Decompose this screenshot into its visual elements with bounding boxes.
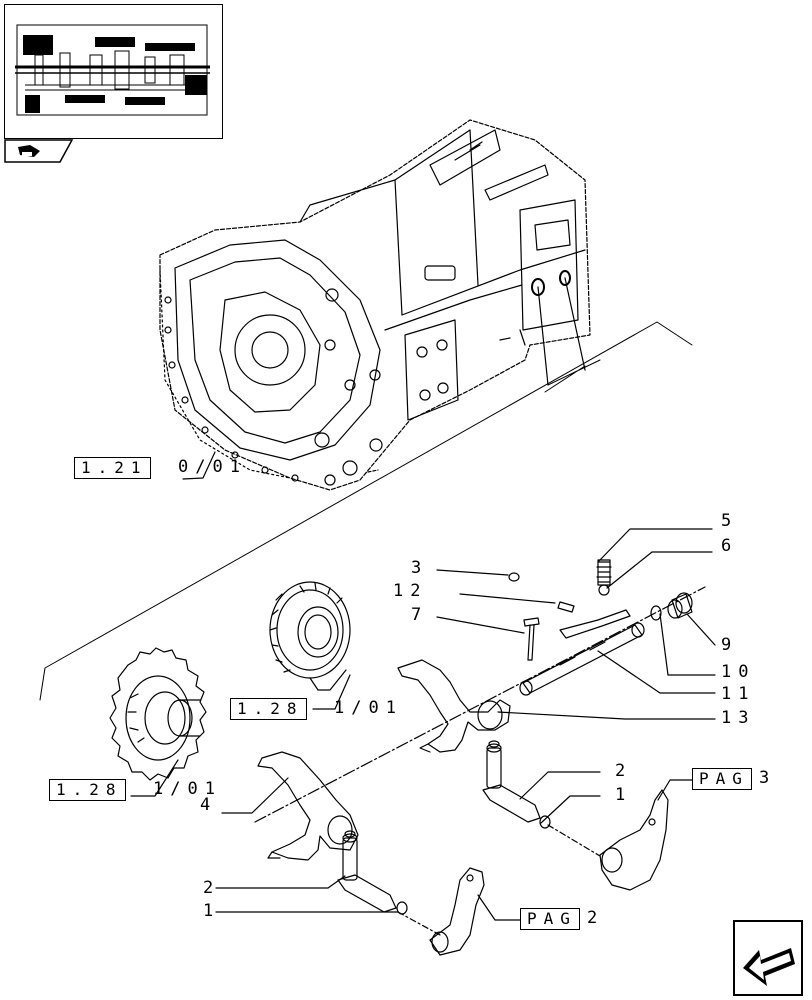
gear-assembly <box>109 647 207 781</box>
lever-2b <box>337 830 408 915</box>
pin-3 <box>508 572 520 582</box>
lever-2a <box>482 740 551 829</box>
ref-tail-0-01: 0/01 <box>178 457 247 477</box>
ref-box-1-21[interactable]: 1.21 <box>74 457 151 479</box>
callout-4: 4 <box>200 795 218 815</box>
callout-5: 5 <box>721 511 739 531</box>
washer-10 <box>650 605 662 621</box>
next-page-arrow-icon[interactable] <box>733 920 803 996</box>
transmission-thumbnail <box>4 4 223 139</box>
callout-2-upper: 2 <box>615 761 633 781</box>
transmission-housing <box>159 119 591 491</box>
ref-tail-1-01-upper: 1/01 <box>334 698 403 718</box>
link-arm-pag2 <box>397 867 485 956</box>
callout-12: 12 <box>393 581 428 601</box>
callout-10: 10 <box>721 662 756 682</box>
shift-rod <box>519 622 645 696</box>
callout-13: 13 <box>721 708 756 728</box>
ref-tail-1-01-lower: 1/01 <box>153 779 222 799</box>
callout-2-lower: 2 <box>203 878 221 898</box>
callout-6: 6 <box>721 536 739 556</box>
ref-tail-3: 3 <box>759 768 777 788</box>
synchro-hub <box>269 581 351 691</box>
shift-fork-4 <box>257 751 359 861</box>
callout-11: 11 <box>721 684 756 704</box>
callout-7: 7 <box>411 605 429 625</box>
ref-tail-2: 2 <box>587 908 605 928</box>
callout-3: 3 <box>411 558 429 578</box>
callout-1-upper: 1 <box>615 785 633 805</box>
page-tab-icon[interactable] <box>4 139 74 163</box>
transmission-section-thumbnail <box>15 24 210 116</box>
callout-9: 9 <box>721 635 739 655</box>
ref-box-1-28-upper[interactable]: 1.28 <box>230 698 307 720</box>
bushing-9 <box>667 592 693 619</box>
link-arm-pag3 <box>547 789 669 891</box>
ref-box-pag-3[interactable]: PAG <box>692 768 752 790</box>
callout-1-lower: 1 <box>203 901 221 921</box>
detent-spring <box>596 559 612 596</box>
roll-pin-12 <box>557 601 575 613</box>
bolt-7 <box>523 617 540 661</box>
ref-box-pag-2[interactable]: PAG <box>520 908 580 930</box>
ref-box-1-28-lower[interactable]: 1.28 <box>49 779 126 801</box>
shift-fork-13 <box>397 659 511 753</box>
